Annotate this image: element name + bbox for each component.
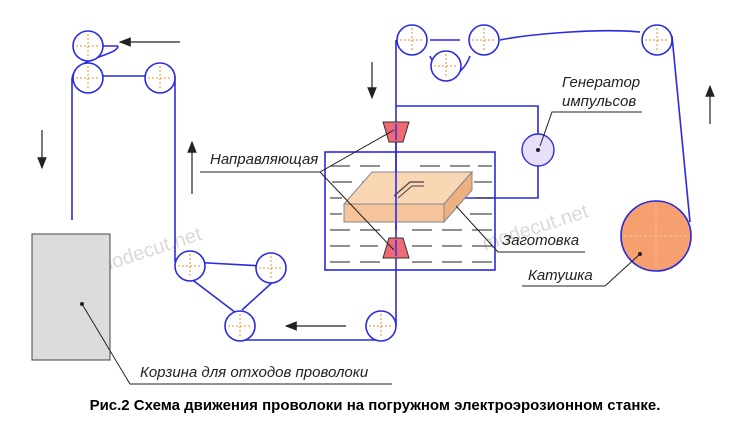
workpiece [342, 170, 474, 224]
leader-basket [81, 303, 392, 385]
roller-lower-4 [365, 310, 397, 342]
figure-caption: Рис.2 Схема движения проволоки на погруж… [89, 397, 661, 414]
roller-top-right-2 [430, 50, 462, 82]
label-spool: Катушка [528, 267, 593, 284]
label-generator-line2: импульсов [562, 93, 636, 110]
roller-top-left-2 [72, 62, 104, 94]
roller-top-right-1 [396, 24, 428, 56]
spool [620, 200, 692, 272]
roller-lower-2 [255, 252, 287, 284]
roller-top-right-4 [641, 24, 673, 56]
upper-guide [382, 121, 410, 143]
dielectric-tank [324, 151, 496, 271]
roller-top-left-3 [144, 62, 176, 94]
roller-lower-3 [224, 310, 256, 342]
roller-lower-1 [174, 250, 206, 282]
label-guide: Направляющая [210, 151, 318, 168]
direction-arrows [37, 37, 715, 331]
label-basket: Корзина для отходов проволоки [140, 364, 369, 381]
roller-top-left-1 [72, 30, 104, 62]
waste-basket [31, 233, 111, 361]
pulse-generator [521, 133, 555, 167]
label-generator-line1: Генератор [562, 74, 640, 91]
leader-lines [81, 111, 642, 385]
roller-top-right-3 [468, 24, 500, 56]
leader-generator [539, 111, 642, 147]
label-workpiece: Заготовка [502, 232, 579, 249]
leader-workpiece [455, 205, 585, 253]
lower-guide [382, 237, 410, 259]
